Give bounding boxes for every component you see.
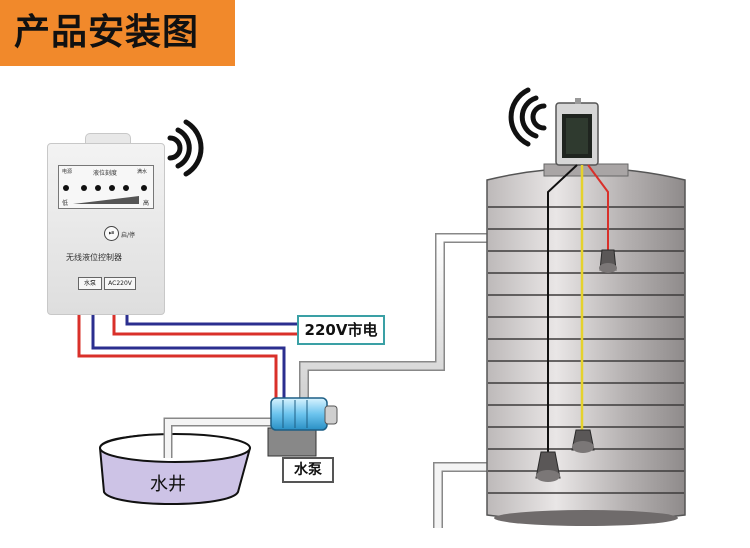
level-scale-label: 液位刻度 xyxy=(93,170,118,177)
wireless-level-controller: 电源 液位刻度 满水 低 高 ⏯ 启/停 无线液位控制器 水泵 AC220V xyxy=(47,143,165,315)
scale-wedge-icon xyxy=(73,196,139,204)
full-indicator-label: 满水 xyxy=(137,169,148,175)
wifi-signal-icon xyxy=(508,87,547,147)
controller-wiring xyxy=(77,290,297,400)
scale-high-label: 高 xyxy=(143,200,150,207)
float-switch-high xyxy=(599,249,617,273)
scale-low-label: 低 xyxy=(62,200,69,207)
water-pump xyxy=(267,397,338,457)
level-led-1 xyxy=(81,185,87,191)
full-led xyxy=(141,185,147,191)
well-label: 水井 xyxy=(150,474,186,495)
wifi-signal-icon xyxy=(167,119,204,177)
title-banner: 产品安装图 xyxy=(0,0,235,66)
level-led-3 xyxy=(109,185,115,191)
start-stop-button[interactable]: ⏯ xyxy=(104,226,119,241)
float-wires xyxy=(547,164,609,455)
float-switch-low xyxy=(535,451,561,482)
drain-pipe xyxy=(433,462,500,528)
level-led-4 xyxy=(123,185,129,191)
water-tank xyxy=(486,163,686,526)
page-title: 产品安装图 xyxy=(14,12,200,53)
pump-label: 水泵 xyxy=(282,457,334,483)
level-sensor-transmitter xyxy=(555,98,599,166)
power-terminal: AC220V xyxy=(104,277,136,290)
device-name: 无线液位控制器 xyxy=(66,253,122,262)
pump-terminal: 水泵 xyxy=(78,277,102,290)
well xyxy=(98,433,252,505)
level-led-2 xyxy=(95,185,101,191)
outlet-pipe xyxy=(299,233,500,404)
mains-power-label: 220V市电 xyxy=(297,315,385,345)
float-switch-mid xyxy=(571,429,595,453)
suction-pipe xyxy=(163,417,272,458)
level-indicator-panel: 电源 液位刻度 满水 低 高 xyxy=(58,165,154,209)
power-led xyxy=(63,185,69,191)
start-stop-label: 启/停 xyxy=(121,232,136,239)
power-indicator-label: 电源 xyxy=(62,169,73,175)
